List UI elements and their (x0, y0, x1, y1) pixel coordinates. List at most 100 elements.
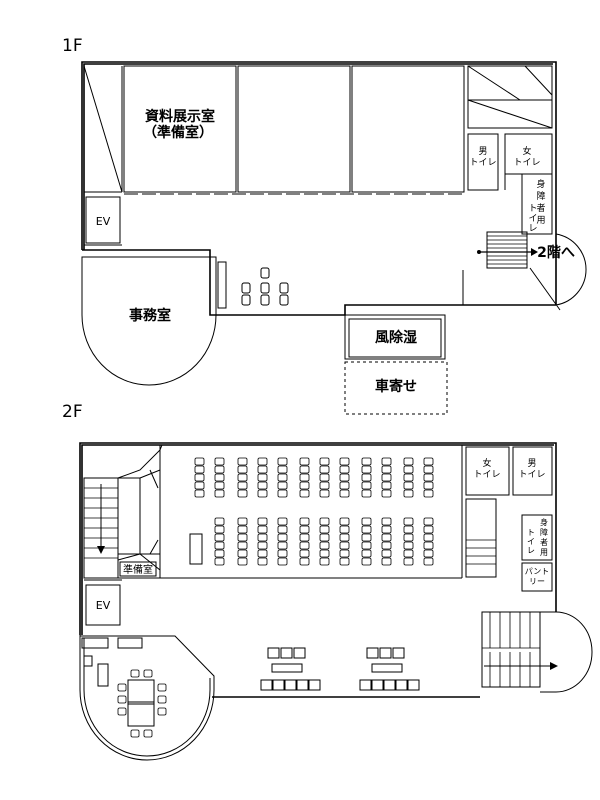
seat (403, 489, 414, 498)
seat (403, 533, 414, 542)
seat (319, 473, 330, 482)
seat (299, 489, 310, 498)
svg-text:ト: ト (528, 204, 537, 214)
office-label: 事務室 (129, 307, 171, 324)
seat (403, 481, 414, 490)
seat (403, 465, 414, 474)
seat (299, 533, 310, 542)
seat (214, 481, 225, 490)
seat (381, 481, 392, 490)
seat (257, 549, 268, 558)
to-2f-label: 2階へ (537, 244, 575, 261)
seat (381, 525, 392, 534)
archive-room-sublabel: （準備室） (143, 124, 213, 141)
seat (237, 481, 248, 490)
seat (299, 549, 310, 558)
seat (361, 481, 372, 490)
floor-2: 2F (62, 402, 593, 761)
svg-text:身: 身 (540, 517, 548, 527)
seat (299, 557, 310, 566)
seat (319, 481, 330, 490)
svg-text:イ: イ (527, 537, 535, 546)
men-toilet-label-1f: 男 (478, 146, 487, 157)
accessible-toilet-label-1f: 身 障 ト 者 イ 用 レ (528, 178, 545, 234)
seat (277, 457, 288, 466)
seat (361, 489, 372, 498)
seat (194, 457, 205, 466)
ev-box-1f (85, 196, 121, 244)
seat (361, 541, 372, 550)
seat (319, 525, 330, 534)
arrow-right-icon (477, 248, 538, 256)
pantry-label-2: リー (529, 577, 545, 586)
seat (237, 525, 248, 534)
seat (403, 557, 414, 566)
seat (257, 557, 268, 566)
seat (194, 489, 205, 498)
seat (277, 481, 288, 490)
floor-1: 1F (62, 36, 587, 415)
seat (381, 473, 392, 482)
void-diagonal (83, 65, 123, 193)
seat (299, 525, 310, 534)
seat (361, 465, 372, 474)
seat (277, 549, 288, 558)
seat (214, 525, 225, 534)
svg-text:用: 用 (540, 548, 548, 557)
seat (319, 541, 330, 550)
seat (237, 473, 248, 482)
seat (361, 473, 372, 482)
seat (319, 517, 330, 526)
men-toilet-label-2f: 男 (527, 458, 536, 469)
svg-text:者: 者 (536, 203, 545, 214)
seat (361, 457, 372, 466)
seat (319, 465, 330, 474)
svg-text:レ: レ (527, 546, 535, 555)
svg-text:レ: レ (528, 224, 537, 234)
seat (214, 457, 225, 466)
seat (423, 489, 434, 498)
seat (381, 489, 392, 498)
seat (214, 557, 225, 566)
seat (257, 457, 268, 466)
seat (257, 481, 268, 490)
seat (339, 481, 350, 490)
svg-text:障: 障 (536, 190, 545, 202)
seat (423, 473, 434, 482)
seat (361, 525, 372, 534)
seat (299, 517, 310, 526)
seat (237, 465, 248, 474)
seat (361, 533, 372, 542)
seat (339, 489, 350, 498)
seat (403, 525, 414, 534)
seat (423, 517, 434, 526)
seat (257, 489, 268, 498)
women-toilet-label-2f: 女 (482, 457, 491, 469)
seat (319, 549, 330, 558)
seat (214, 517, 225, 526)
seat (237, 533, 248, 542)
floor-1-walls (81, 61, 557, 316)
seat (194, 481, 205, 490)
seat (423, 481, 434, 490)
seat (423, 541, 434, 550)
seat (339, 533, 350, 542)
seat (237, 517, 248, 526)
seat (361, 549, 372, 558)
seat (257, 517, 268, 526)
seat (277, 525, 288, 534)
seat (277, 541, 288, 550)
seat (339, 541, 350, 550)
women-toilet-sub-1f: トイレ (513, 158, 540, 168)
seat (299, 481, 310, 490)
seat (339, 525, 350, 534)
floor-1-label: 1F (62, 36, 83, 56)
auditorium-seats (194, 457, 434, 566)
seat (423, 525, 434, 534)
seat (299, 473, 310, 482)
seat (381, 465, 392, 474)
arrow-right-icon (484, 662, 558, 670)
seat (403, 517, 414, 526)
seat (339, 465, 350, 474)
seat (403, 541, 414, 550)
